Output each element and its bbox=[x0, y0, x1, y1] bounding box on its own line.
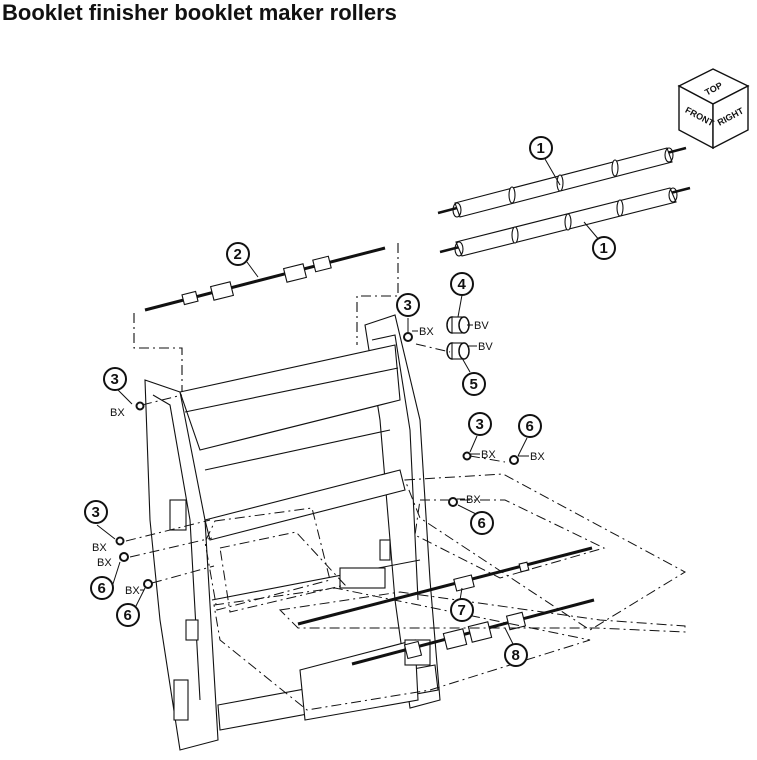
tag-bx-6b: BX bbox=[466, 494, 481, 506]
callout-3c: 3 bbox=[468, 412, 492, 436]
svg-text:1: 1 bbox=[537, 140, 545, 157]
callout-4: 4 bbox=[450, 272, 474, 296]
svg-text:6: 6 bbox=[478, 515, 486, 532]
tag-bx-3d: BX bbox=[92, 542, 107, 554]
svg-text:6: 6 bbox=[526, 418, 534, 435]
shaft-2 bbox=[133, 243, 399, 395]
shaft-7 bbox=[297, 546, 593, 626]
tag-bv-5: BV bbox=[478, 341, 493, 353]
callout-6c: 6 bbox=[90, 576, 114, 600]
tag-bx-6d: BX bbox=[125, 585, 140, 597]
page-title: Booklet finisher booklet maker rollers bbox=[2, 0, 397, 25]
callout-1b: 1 bbox=[592, 236, 616, 260]
tag-bx-6a: BX bbox=[530, 451, 545, 463]
roller-1-upper bbox=[437, 146, 687, 218]
callout-6a: 6 bbox=[518, 414, 542, 438]
orientation-cube: TOP FRONT RIGHT bbox=[677, 68, 750, 150]
svg-text:6: 6 bbox=[98, 580, 106, 597]
callout-6b: 6 bbox=[470, 511, 494, 535]
svg-text:1: 1 bbox=[600, 240, 608, 257]
bushing-5 bbox=[446, 342, 470, 360]
svg-text:3: 3 bbox=[111, 371, 119, 388]
callout-3d: 3 bbox=[84, 500, 108, 524]
tag-bx-6c: BX bbox=[97, 557, 112, 569]
svg-text:6: 6 bbox=[124, 607, 132, 624]
bx-clips bbox=[115, 401, 519, 589]
tag-bx-3b: BX bbox=[110, 407, 125, 419]
bushing-4 bbox=[446, 316, 470, 334]
svg-text:5: 5 bbox=[470, 376, 478, 393]
leader-outlines bbox=[125, 343, 687, 711]
callout-6d: 6 bbox=[116, 603, 140, 627]
callout-leaders bbox=[96, 158, 601, 647]
roller-1-lower bbox=[439, 186, 691, 257]
tag-bv-4: BV bbox=[474, 320, 489, 332]
shaft-8 bbox=[351, 598, 595, 666]
svg-text:3: 3 bbox=[92, 504, 100, 521]
callout-2: 2 bbox=[226, 242, 250, 266]
tag-bx-3c: BX bbox=[481, 449, 496, 461]
svg-text:8: 8 bbox=[512, 647, 520, 664]
svg-text:3: 3 bbox=[476, 416, 484, 433]
svg-text:7: 7 bbox=[458, 602, 466, 619]
frame-cross-members bbox=[179, 344, 439, 731]
callout-5: 5 bbox=[462, 372, 486, 396]
frame-left-plate bbox=[144, 379, 219, 751]
callout-3a: 3 bbox=[396, 293, 420, 317]
svg-text:3: 3 bbox=[404, 297, 412, 314]
svg-text:4: 4 bbox=[458, 276, 467, 293]
tag-bx-3a: BX bbox=[419, 326, 434, 338]
callout-3b: 3 bbox=[103, 367, 127, 391]
callout-1a: 1 bbox=[529, 136, 553, 160]
callout-7: 7 bbox=[450, 598, 474, 622]
svg-text:2: 2 bbox=[234, 246, 242, 263]
callout-8: 8 bbox=[504, 643, 528, 667]
